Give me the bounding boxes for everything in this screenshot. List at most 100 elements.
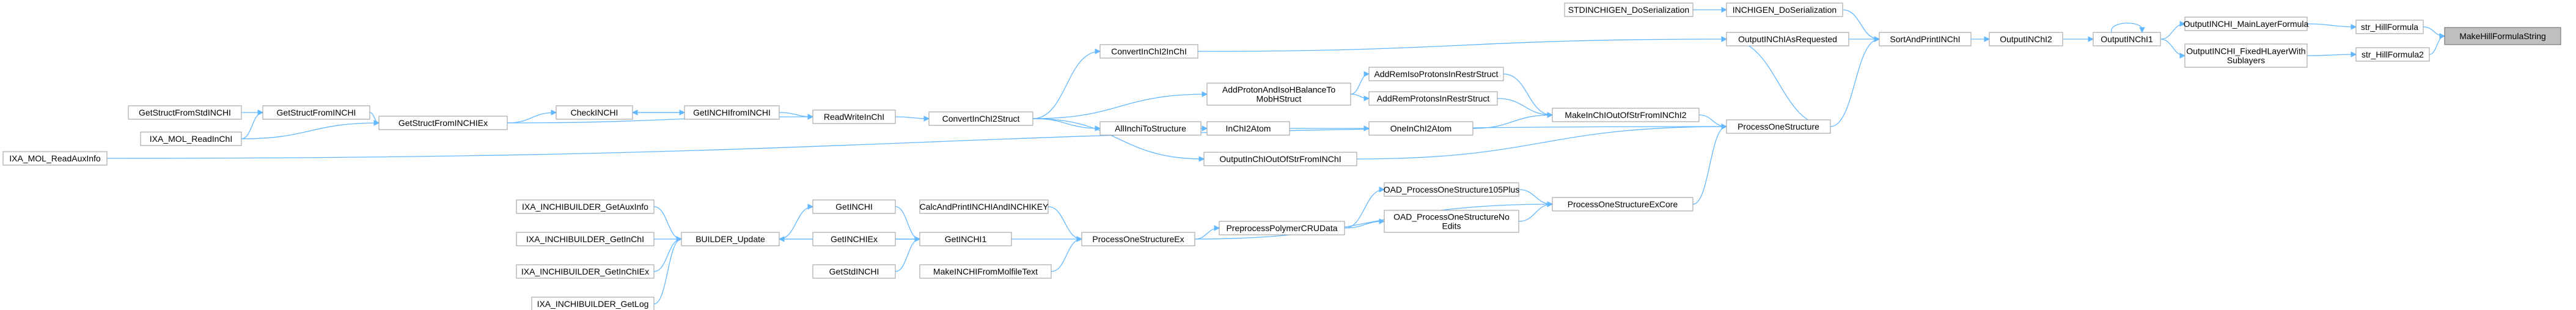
edge-convertinchi2struct-to-addprotonandisohbalanceto-mobhstruct	[1032, 91, 1208, 119]
edge-arrowhead	[1721, 7, 1728, 13]
edge-addprotonandisohbalanceto-mobhstruct-to-addremisoprotonsinrestrstruct	[1350, 71, 1370, 95]
edge-line	[1692, 126, 1727, 205]
node-inchigen-doserialization[interactable]: INCHIGEN_DoSerialization	[1726, 2, 1843, 17]
edge-arrowhead	[2088, 36, 2094, 42]
node-makeinchioutofstrfrominchi2[interactable]: MakeInChIOutOfStrFromINChI2	[1552, 108, 1700, 122]
edge-outputinchi1-to-outputinchi-fixedhlayerwith-sublayers	[2160, 39, 2186, 59]
node-label: OutputINCHI_MainLayerFormula	[2184, 19, 2309, 29]
edge-line	[779, 206, 813, 240]
edge-arrowhead	[2439, 33, 2446, 39]
node-box	[928, 111, 1033, 126]
node-inchi2atom[interactable]: InChI2Atom	[1206, 121, 1290, 136]
edge-convertinchi2struct-to-outputinchioutofstrfrominchi	[1032, 118, 1205, 162]
node-ixa-inchibuilder-getinchi[interactable]: IXA_INCHIBUILDER_GetInChI	[516, 232, 655, 246]
edge-inchi2atom-to-oneinchi2atom	[1290, 125, 1370, 131]
node-label: ProcessOneStructureEx	[1092, 234, 1184, 244]
node-getstructfrominchiex[interactable]: GetStructFromINCHIEx	[378, 116, 508, 130]
edge-processonestructureexcore-to-processonestructure	[1692, 124, 1728, 205]
edge-getstdinchi-to-getinchi1	[895, 236, 921, 272]
node-box	[1081, 232, 1195, 246]
edge-arrowhead	[2350, 24, 2357, 30]
node-convertinchi2struct[interactable]: ConvertInChI2Struct	[928, 111, 1033, 126]
node-box	[516, 264, 655, 279]
edge-stdinchigen-doserialization-to-inchigen-doserialization	[1693, 7, 1728, 13]
edge-processonestructureex-to-preprocesspolymercrudata	[1194, 225, 1220, 240]
node-box	[531, 297, 655, 310]
node-label: AddRemProtonsInRestrStruct	[1377, 94, 1490, 103]
node-label: STDINCHIGEN_DoSerialization	[1568, 5, 1689, 15]
edge-line	[1830, 39, 1880, 127]
node-addremisoprotonsinrestrstruct[interactable]: AddRemIsoProtonsInRestrStruct	[1368, 67, 1504, 81]
node-ixa-mol-readinchi[interactable]: IXA_MOL_ReadInChI	[140, 131, 242, 146]
node-label: OneInChI2Atom	[1390, 124, 1451, 133]
node-getinchiex[interactable]: GetINCHIEx	[812, 232, 896, 246]
node-outputinchiasrequested[interactable]: OutputINChIAsRequested	[1726, 32, 1849, 46]
node-str-hillformula[interactable]: str_HillFormula	[2355, 20, 2424, 34]
node-ixa-inchibuilder-getlog[interactable]: IXA_INCHIBUILDER_GetLog	[531, 297, 655, 310]
node-getstructfrominchi[interactable]: GetStructFromINCHI	[262, 105, 370, 120]
edge-arrowhead	[373, 120, 380, 126]
node-processonestructureexcore[interactable]: ProcessOneStructureExCore	[1552, 197, 1693, 212]
edge-line	[1503, 73, 1553, 116]
edge-line	[1344, 189, 1385, 229]
node-addremprotonsinrestrstruct[interactable]: AddRemProtonsInRestrStruct	[1368, 91, 1498, 106]
node-ixa-inchibuilder-getinchiex[interactable]: IXA_INCHIBUILDER_GetInChIEx	[516, 264, 655, 279]
node-getinchifrominchi[interactable]: GetINCHIfromINCHI	[684, 105, 780, 120]
node-ixa-inchibuilder-getauxinfo[interactable]: IXA_INCHIBUILDER_GetAuxInfo	[516, 199, 655, 214]
edge-ixa-inchibuilder-getlog-to-builder-update	[653, 236, 683, 304]
node-oad-processonestructure105plus[interactable]: OAD_ProcessOneStructure105Plus	[1384, 182, 1520, 197]
edge-arrowhead	[257, 109, 264, 116]
edge-arrowhead	[1379, 186, 1385, 193]
node-preprocesspolymercrudata[interactable]: PreprocessPolymerCRUData	[1219, 221, 1345, 235]
node-outputinchi-mainlayerformula[interactable]: OutputINCHI_MainLayerFormula	[2184, 17, 2309, 31]
node-getinchi1[interactable]: GetINCHI1	[919, 232, 1012, 246]
node-processonestructure[interactable]: ProcessOneStructure	[1726, 119, 1831, 134]
node-convertinchi2inchi[interactable]: ConvertInChI2InChI	[1099, 44, 1198, 59]
node-label: MakeINCHIFromMolfileText	[933, 267, 1038, 276]
node-str-hillformula2[interactable]: str_HillFormula2	[2355, 47, 2430, 62]
node-label: CalcAndPrintINCHIAndINCHIKEY	[920, 202, 1049, 212]
node-ixa-mol-readauxinfo[interactable]: IXA_MOL_ReadAuxInfo	[2, 151, 108, 166]
node-oneinchi2atom[interactable]: OneInChI2Atom	[1368, 121, 1473, 136]
edge-ixa-mol-readinchi-to-getstructfrominchiex	[241, 120, 380, 139]
edge-line	[2306, 54, 2357, 56]
edge-arrowhead	[1363, 71, 1370, 77]
node-calcandprintinchiandinchikey[interactable]: CalcAndPrintINCHIAndINCHIKEY	[919, 199, 1049, 214]
edge-sortandprintinchi-to-outputinchi2	[1971, 36, 1991, 42]
node-outputinchi2[interactable]: OutputINChI2	[1989, 32, 2063, 46]
node-checkinchi[interactable]: CheckINCHI	[556, 105, 633, 120]
node-box	[140, 131, 242, 146]
edge-processonestructure-to-sortandprintinchi	[1830, 36, 1881, 127]
edge-arrowhead	[1198, 156, 1205, 162]
node-getinchi[interactable]: GetINCHI	[812, 199, 896, 214]
node-label: ReadWriteInChI	[824, 112, 884, 122]
node-label: IXA_INCHIBUILDER_GetInChI	[526, 234, 644, 244]
node-stdinchigen-doserialization[interactable]: STDINCHIGEN_DoSerialization	[1564, 2, 1693, 17]
node-allinchitostructure[interactable]: AllInchiToStructure	[1099, 121, 1202, 136]
node-box	[1099, 121, 1202, 136]
node-sortandprintinchi[interactable]: SortAndPrintINChI	[1879, 32, 1972, 46]
edge-line	[895, 238, 920, 272]
edge-arrowhead	[1363, 95, 1370, 101]
edge-arrowhead	[1547, 201, 1554, 207]
edge-line	[1197, 39, 1727, 52]
node-box	[2184, 43, 2308, 68]
node-processonestructureex[interactable]: ProcessOneStructureEx	[1081, 232, 1195, 246]
edge-outputinchi1-to-outputinchi1	[2111, 23, 2145, 34]
node-outputinchi1[interactable]: OutputINChI1	[2093, 32, 2161, 46]
edge-arrowhead	[2179, 21, 2186, 27]
node-box	[516, 199, 655, 214]
edge-line	[1726, 39, 1831, 127]
edge-readwriteinchi-to-convertinchi2struct	[895, 116, 930, 122]
node-getstdinchi[interactable]: GetStdINCHI	[812, 264, 896, 279]
node-outputinchioutofstrfrominchi[interactable]: OutputInChIOutOfStrFromINChI	[1203, 152, 1357, 166]
node-readwriteinchi[interactable]: ReadWriteInChI	[812, 109, 896, 124]
edge-builder-update-to-getinchi	[779, 204, 814, 240]
node-makeinchifrommolfiletext[interactable]: MakeINCHIFromMolfileText	[919, 264, 1052, 279]
node-builder-update[interactable]: BUILDER_Update	[681, 232, 780, 246]
node-getstructfromstdinchi[interactable]: GetStructFromStdINCHI	[128, 105, 242, 120]
